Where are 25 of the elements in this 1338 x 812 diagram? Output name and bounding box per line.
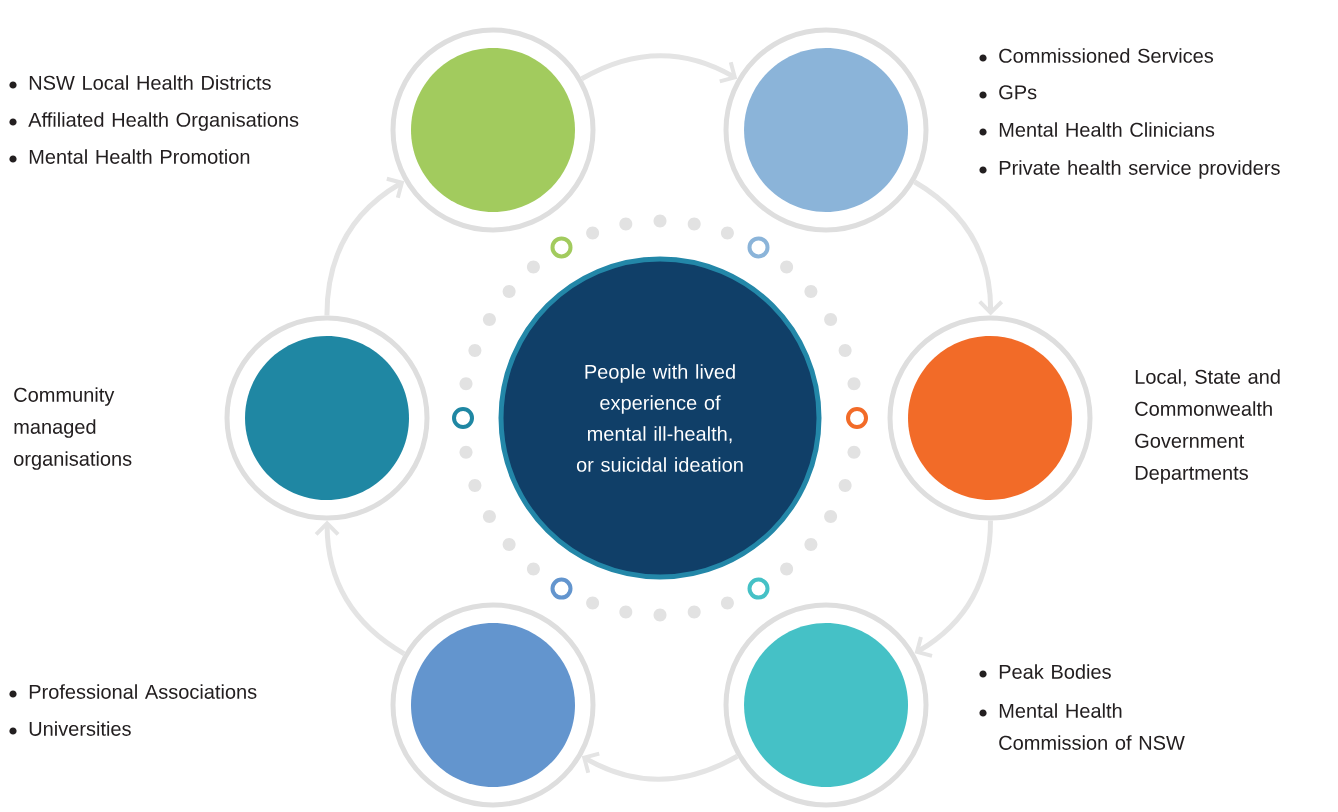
circle-node xyxy=(390,27,596,233)
arrow xyxy=(914,520,993,658)
circle-node xyxy=(224,315,430,521)
bullet-item: Private health service providers xyxy=(979,160,1280,179)
bullet-item: Universities xyxy=(9,721,131,736)
arrow xyxy=(324,176,405,316)
bullet-item: Mental Health Promotion xyxy=(9,149,250,164)
arrow xyxy=(581,751,739,782)
circle-node xyxy=(390,602,596,808)
bullet-item: Commissioned Services xyxy=(979,48,1214,63)
bullet-item: Peak Bodies xyxy=(979,664,1111,679)
bullet-item: GPs xyxy=(979,85,1037,100)
circle-node xyxy=(723,602,929,808)
label-text: Local, State and Commonwealth Government Departments xyxy=(1135,369,1280,484)
arrow xyxy=(913,179,1004,316)
bullet-item: Professional Associations xyxy=(9,684,257,699)
bullet-item: NSW Local Health Districts xyxy=(9,75,271,90)
label-text: Community managed organisations xyxy=(14,387,132,470)
circle-node xyxy=(887,315,1093,521)
bullet-item: Affiliated Health Organisations xyxy=(9,112,299,131)
bullet-item: Mental Health Commission of NSW xyxy=(979,703,1185,750)
arrow xyxy=(580,53,738,84)
circle-node xyxy=(723,27,929,233)
arrow xyxy=(314,520,406,656)
bullet-item: Mental Health Clinicians xyxy=(979,122,1215,137)
